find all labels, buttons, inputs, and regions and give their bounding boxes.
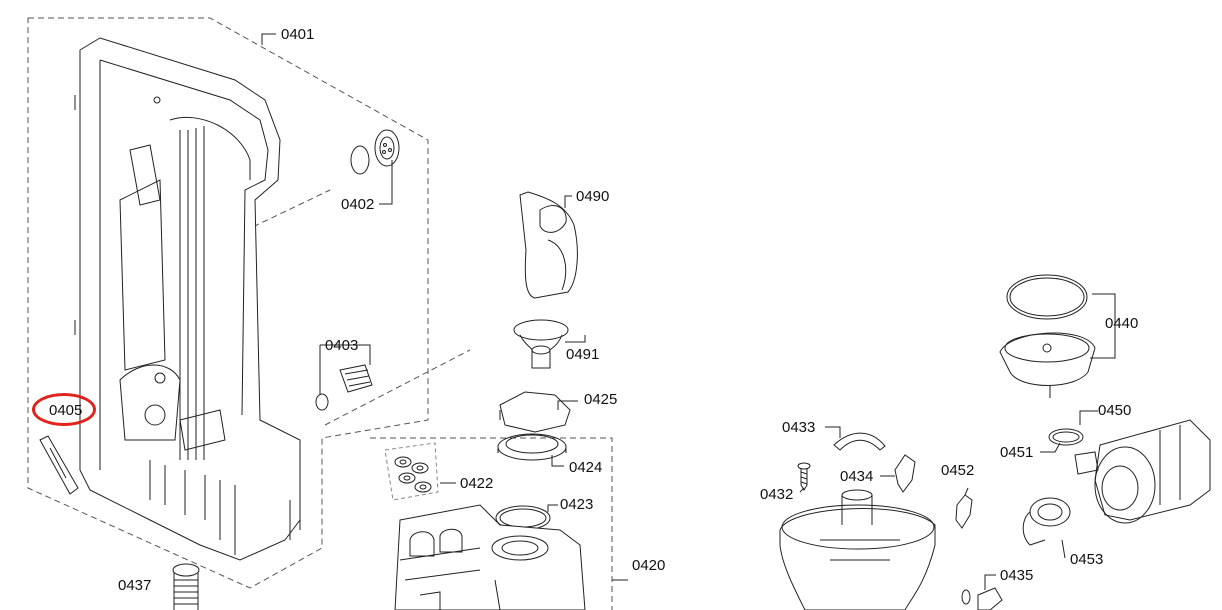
funnel-part-0490 xyxy=(519,191,578,299)
filter-pot-part xyxy=(779,489,936,610)
part-label-0440[interactable]: 0440 xyxy=(1105,315,1139,332)
part-label-0437[interactable]: 0437 xyxy=(118,577,152,594)
part-label-0402[interactable]: 0402 xyxy=(341,196,375,213)
part-label-0435[interactable]: 0435 xyxy=(1000,567,1034,584)
ring-part-0424 xyxy=(497,433,567,461)
connector-part-0453 xyxy=(1022,497,1071,546)
clip-part-0452 xyxy=(955,494,973,529)
part-label-0424[interactable]: 0424 xyxy=(569,459,603,476)
part-label-0432[interactable]: 0432 xyxy=(760,486,794,503)
part-label-0491[interactable]: 0491 xyxy=(566,346,600,363)
part-label-0451[interactable]: 0451 xyxy=(1000,444,1034,461)
pump-cover-part-0440 xyxy=(999,274,1096,398)
part-label-0401[interactable]: 0401 xyxy=(281,26,315,43)
connector-part-0403 xyxy=(315,364,373,411)
part-label-0452[interactable]: 0452 xyxy=(941,462,975,479)
lid-part-0425 xyxy=(499,391,571,433)
part-label-0450[interactable]: 0450 xyxy=(1098,402,1132,419)
part-label-0453[interactable]: 0453 xyxy=(1070,551,1104,568)
part-label-0434[interactable]: 0434 xyxy=(840,468,874,485)
clip-part-0405 xyxy=(39,435,79,495)
part-label-0422[interactable]: 0422 xyxy=(460,475,494,492)
cap-part-0491 xyxy=(513,319,569,369)
hose-part-0437 xyxy=(172,563,200,610)
valve-part-0435 xyxy=(961,587,1003,610)
seal-set-part-0422 xyxy=(384,442,439,501)
seal-ring-part-0402 xyxy=(350,129,400,175)
part-label-0403[interactable]: 0403 xyxy=(325,337,359,354)
clip-part-0434 xyxy=(894,454,916,493)
bracket-part-0433 xyxy=(833,432,886,451)
part-label-0423[interactable]: 0423 xyxy=(560,496,594,513)
highlight-circle xyxy=(32,393,96,426)
side-panel-part-0401 xyxy=(74,37,301,561)
screw-part-0432 xyxy=(797,462,811,491)
part-label-0490[interactable]: 0490 xyxy=(576,188,610,205)
part-label-0425[interactable]: 0425 xyxy=(584,391,618,408)
leader-lines xyxy=(261,33,1116,590)
sump-assembly-part-0420 xyxy=(394,504,586,610)
clamp-part-0451 xyxy=(1048,428,1084,446)
part-label-0420[interactable]: 0420 xyxy=(632,557,666,574)
part-label-0433[interactable]: 0433 xyxy=(782,419,816,436)
circulation-pump-part-0450 xyxy=(1074,419,1211,524)
part-label-0405[interactable]: 0405 xyxy=(49,402,83,419)
